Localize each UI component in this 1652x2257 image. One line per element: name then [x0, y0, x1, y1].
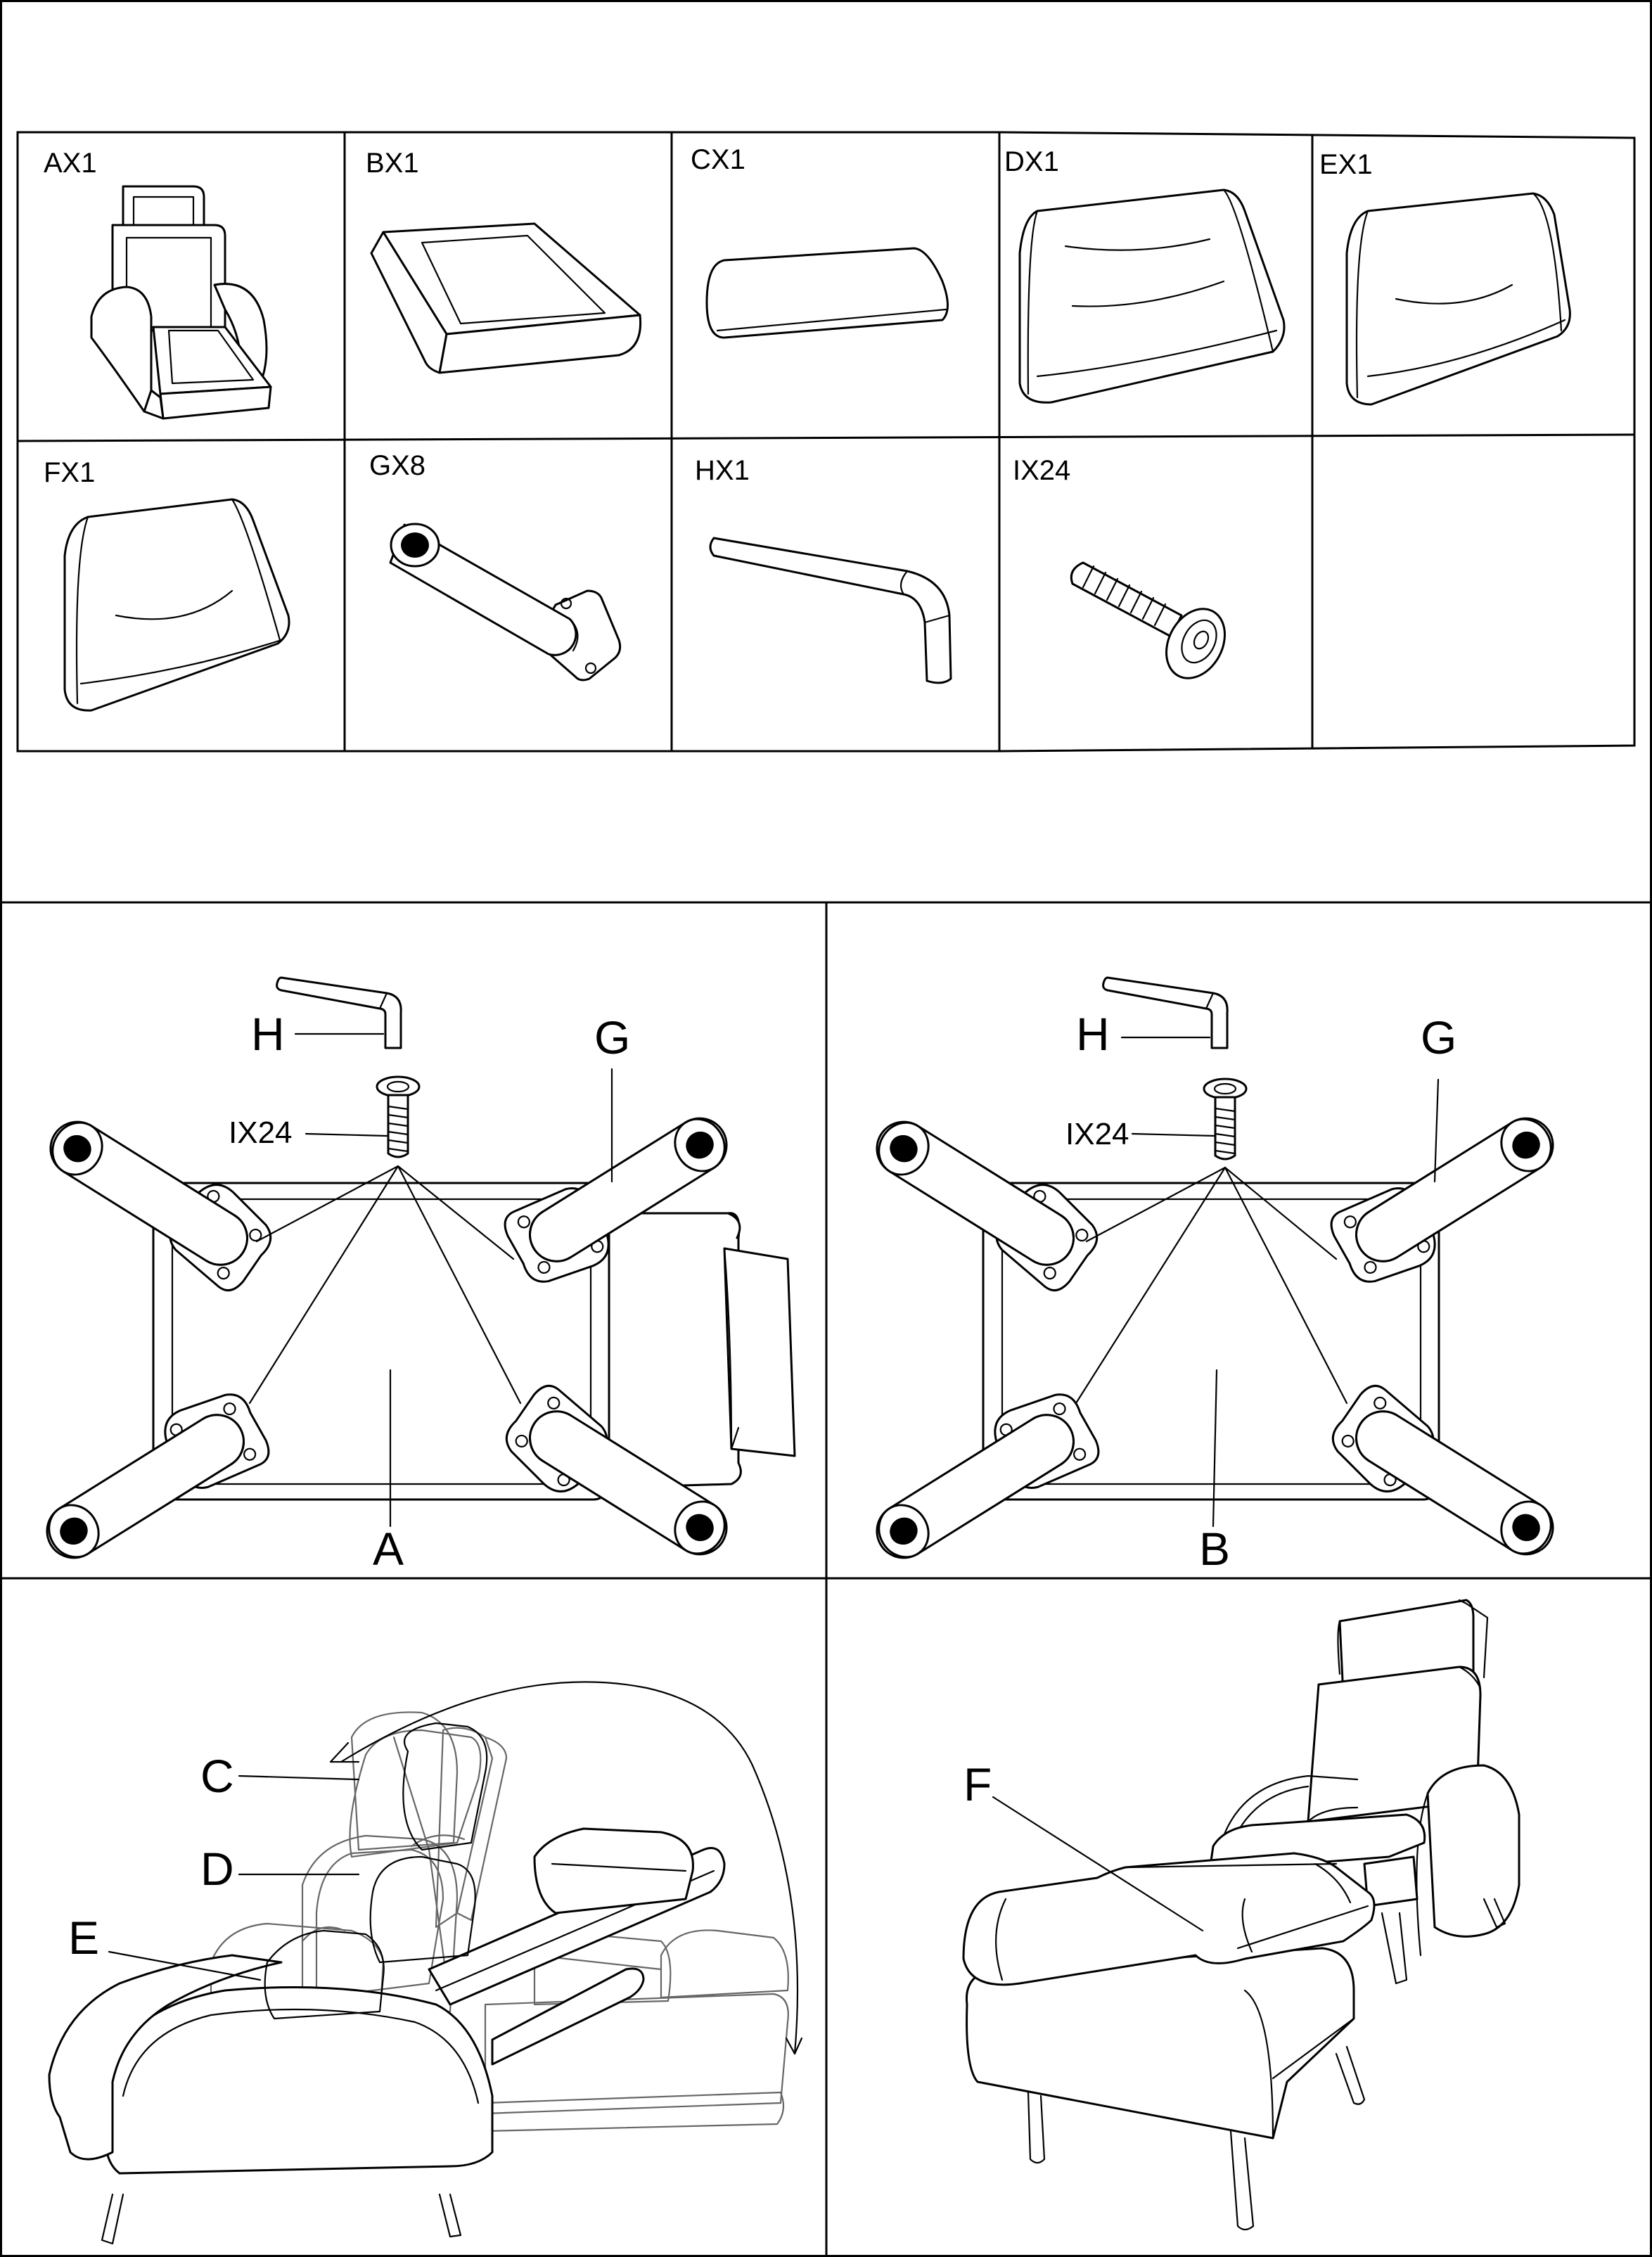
step-d-label-f: F [963, 1758, 992, 1810]
step-c-label-d: D [200, 1843, 234, 1895]
step-b-label-b: B [1199, 1523, 1230, 1575]
part-gx8-leg [389, 523, 622, 682]
step-b-label-ix24: IX24 [1065, 1117, 1129, 1151]
step-b-label-g: G [1421, 1011, 1456, 1063]
part-label-fx1: FX1 [44, 457, 95, 488]
step-a-label-h: H [251, 1008, 285, 1060]
part-ex1-seat-cushion [1345, 192, 1571, 406]
step-c-insert-cushions: C D E [48, 1681, 803, 2245]
part-label-ex1: EX1 [1319, 149, 1373, 180]
parts-table: AX1 BX1 CX1 DX1 EX1 FX1 GX8 HX1 IX24 [16, 131, 1636, 753]
step-b-attach-legs-ottoman: H G IX24 B [855, 976, 1575, 1583]
part-bx1-base-frame [370, 222, 642, 374]
part-label-cx1: CX1 [691, 144, 745, 175]
step-c-label-e: E [68, 1912, 99, 1964]
part-label-ix24: IX24 [1013, 455, 1070, 486]
step-a-label-a: A [373, 1523, 404, 1575]
part-fx1-ottoman-cushion [63, 498, 290, 712]
step-a-label-g: G [594, 1011, 630, 1063]
part-dx1-back-cushion [1018, 188, 1286, 404]
step-c-label-c: C [200, 1750, 234, 1802]
step-b-label-h: H [1076, 1008, 1110, 1060]
step-a-label-ix24: IX24 [229, 1115, 293, 1150]
part-label-dx1: DX1 [1004, 146, 1059, 177]
step-d-place-ottoman-cushion: F [962, 1599, 1520, 2231]
part-label-hx1: HX1 [695, 455, 750, 486]
step-a-attach-legs-chair: H G IX24 A [25, 976, 796, 1583]
part-cx1-headrest-cushion [705, 247, 949, 339]
part-label-ax1: AX1 [44, 148, 97, 179]
part-label-bx1: BX1 [366, 148, 419, 179]
part-hx1-allen-wrench [709, 537, 952, 684]
part-ix24-screw [1070, 561, 1226, 679]
part-ax1-chair-frame [90, 185, 272, 420]
part-label-gx8: GX8 [369, 450, 425, 481]
